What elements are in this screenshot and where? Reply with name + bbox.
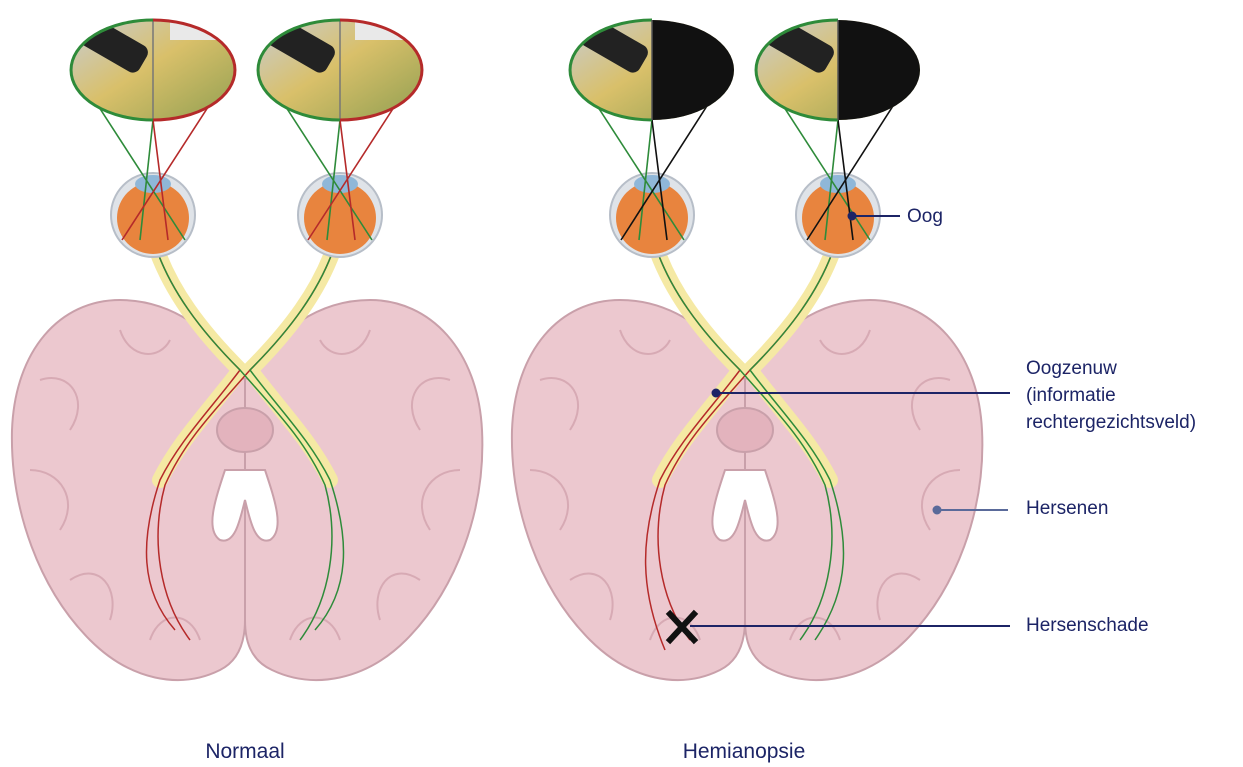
brain-normal	[12, 300, 482, 680]
eye-left-normal	[111, 173, 195, 257]
brain-left-hemisphere	[12, 300, 245, 680]
label-eye: Oog	[907, 204, 943, 229]
brain-left-hemisphere	[512, 300, 745, 680]
brain-right-hemisphere	[745, 300, 982, 680]
brain-right-hemisphere	[245, 300, 482, 680]
visual-field-left-hemianopia	[568, 15, 742, 128]
eye-right-normal	[298, 173, 382, 257]
hemianopia-diagram-right	[512, 15, 982, 680]
caption-hemianopia: Hemianopsie	[594, 740, 894, 764]
brain-hemianopia	[512, 300, 982, 680]
normal-diagram	[12, 10, 482, 680]
brain-central-structure	[217, 408, 273, 452]
visual-field-right-normal	[255, 10, 425, 128]
label-brain: Hersenen	[1026, 496, 1108, 521]
label-brain-damage: Hersenschade	[1026, 613, 1149, 638]
label-optic-nerve-1: Oogzenuw	[1026, 356, 1117, 381]
visual-field-left-normal	[70, 10, 240, 128]
visual-field-right-hemianopia	[754, 15, 928, 128]
label-optic-nerve-3: rechtergezichtsveld)	[1026, 410, 1196, 435]
brain-central-structure	[717, 408, 773, 452]
caption-normal: Normaal	[95, 740, 395, 764]
eye-left-hemianopia	[610, 173, 694, 257]
label-optic-nerve-2: (informatie	[1026, 383, 1116, 408]
